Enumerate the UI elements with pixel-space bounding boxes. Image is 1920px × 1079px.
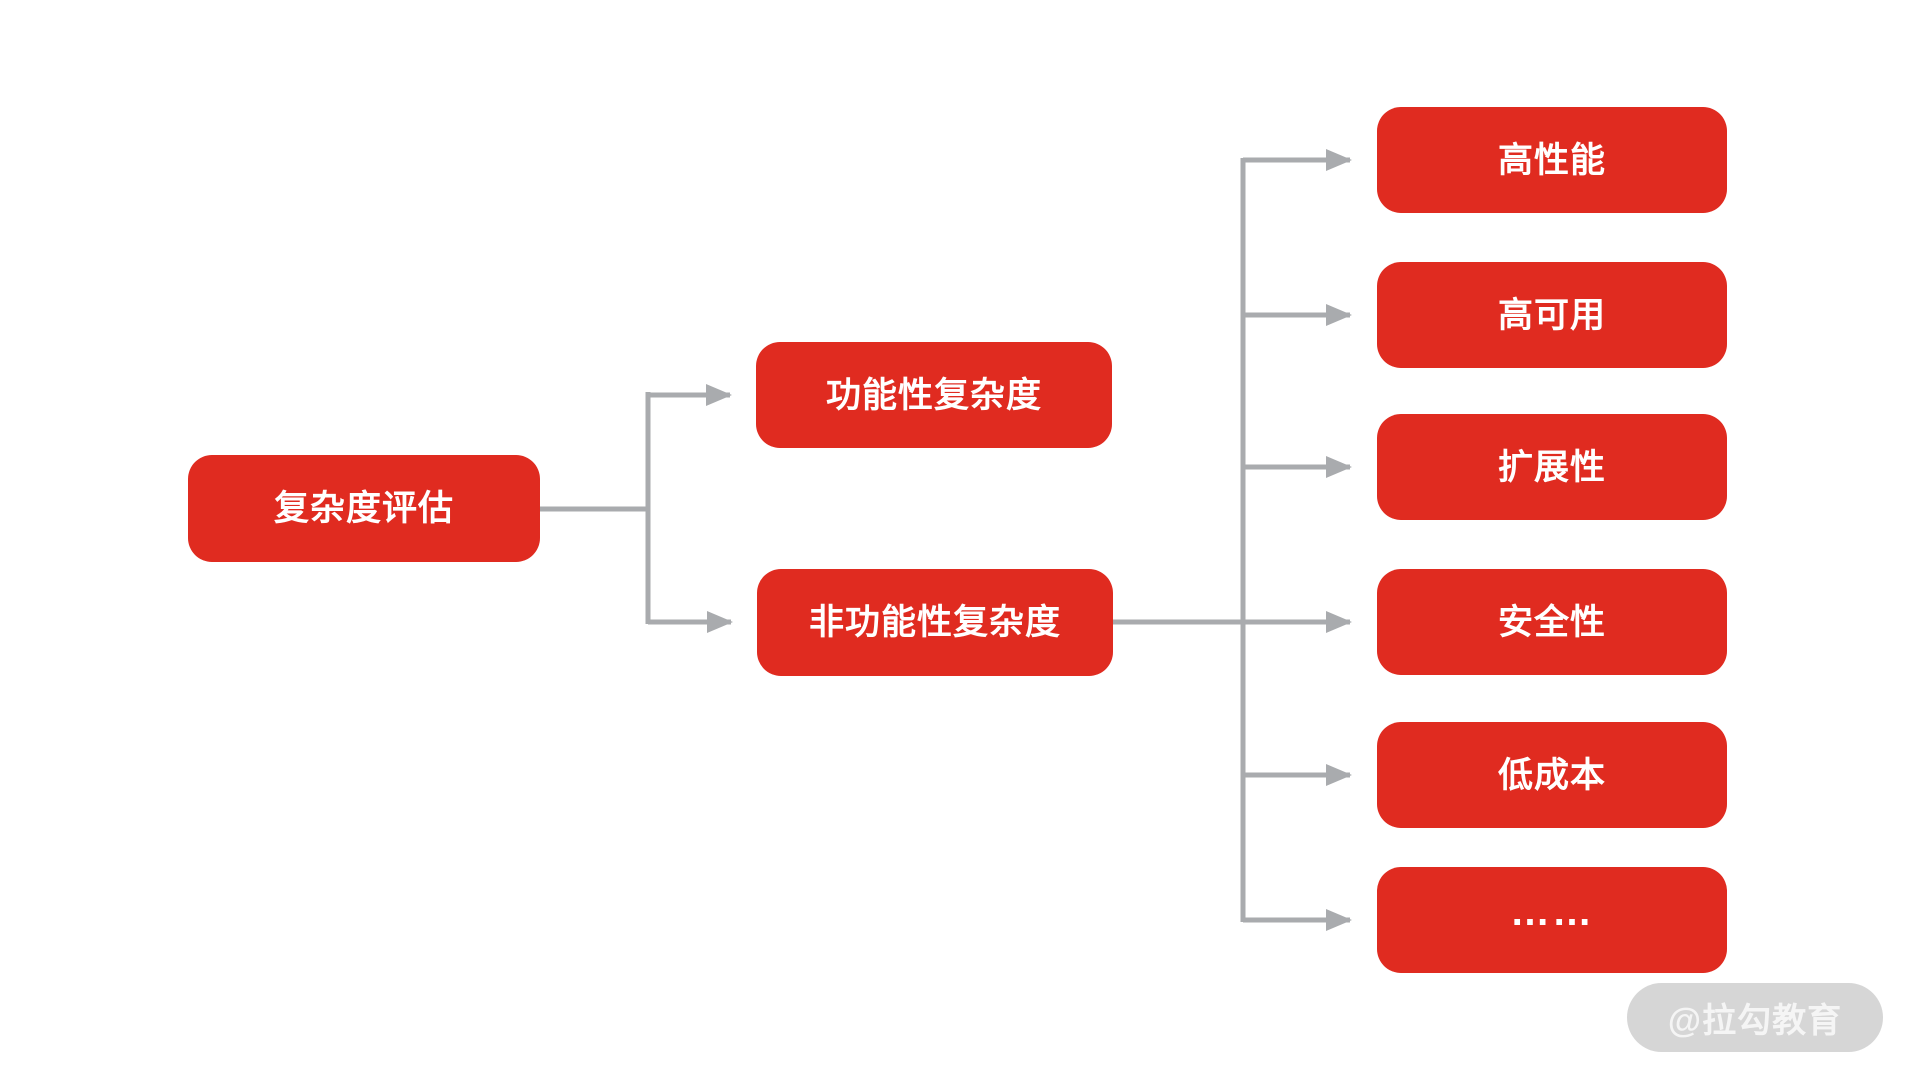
node-ellipsis: ……	[1377, 867, 1727, 973]
watermark-badge: @拉勾教育	[1627, 983, 1883, 1052]
node-label: ……	[1510, 890, 1594, 934]
node-label: 高性能	[1497, 140, 1606, 180]
node-high-availability: 高可用	[1377, 262, 1727, 368]
node-label: 安全性	[1497, 602, 1606, 642]
node-label: 功能性复杂度	[825, 375, 1042, 415]
node-label: 复杂度评估	[273, 489, 454, 528]
watermark-label: @拉勾教育	[1667, 1002, 1843, 1040]
node-scalability: 扩展性	[1377, 414, 1727, 520]
node-complexity-assessment: 复杂度评估	[188, 455, 540, 562]
node-security: 安全性	[1377, 569, 1727, 675]
node-functional-complexity: 功能性复杂度	[756, 342, 1112, 448]
node-label: 非功能性复杂度	[808, 603, 1061, 642]
node-low-cost: 低成本	[1377, 722, 1727, 828]
node-label: 扩展性	[1497, 447, 1606, 487]
node-label: 高可用	[1497, 295, 1606, 335]
node-label: 低成本	[1497, 755, 1606, 795]
node-nonfunctional-complexity: 非功能性复杂度	[757, 569, 1113, 676]
node-high-performance: 高性能	[1377, 107, 1727, 213]
